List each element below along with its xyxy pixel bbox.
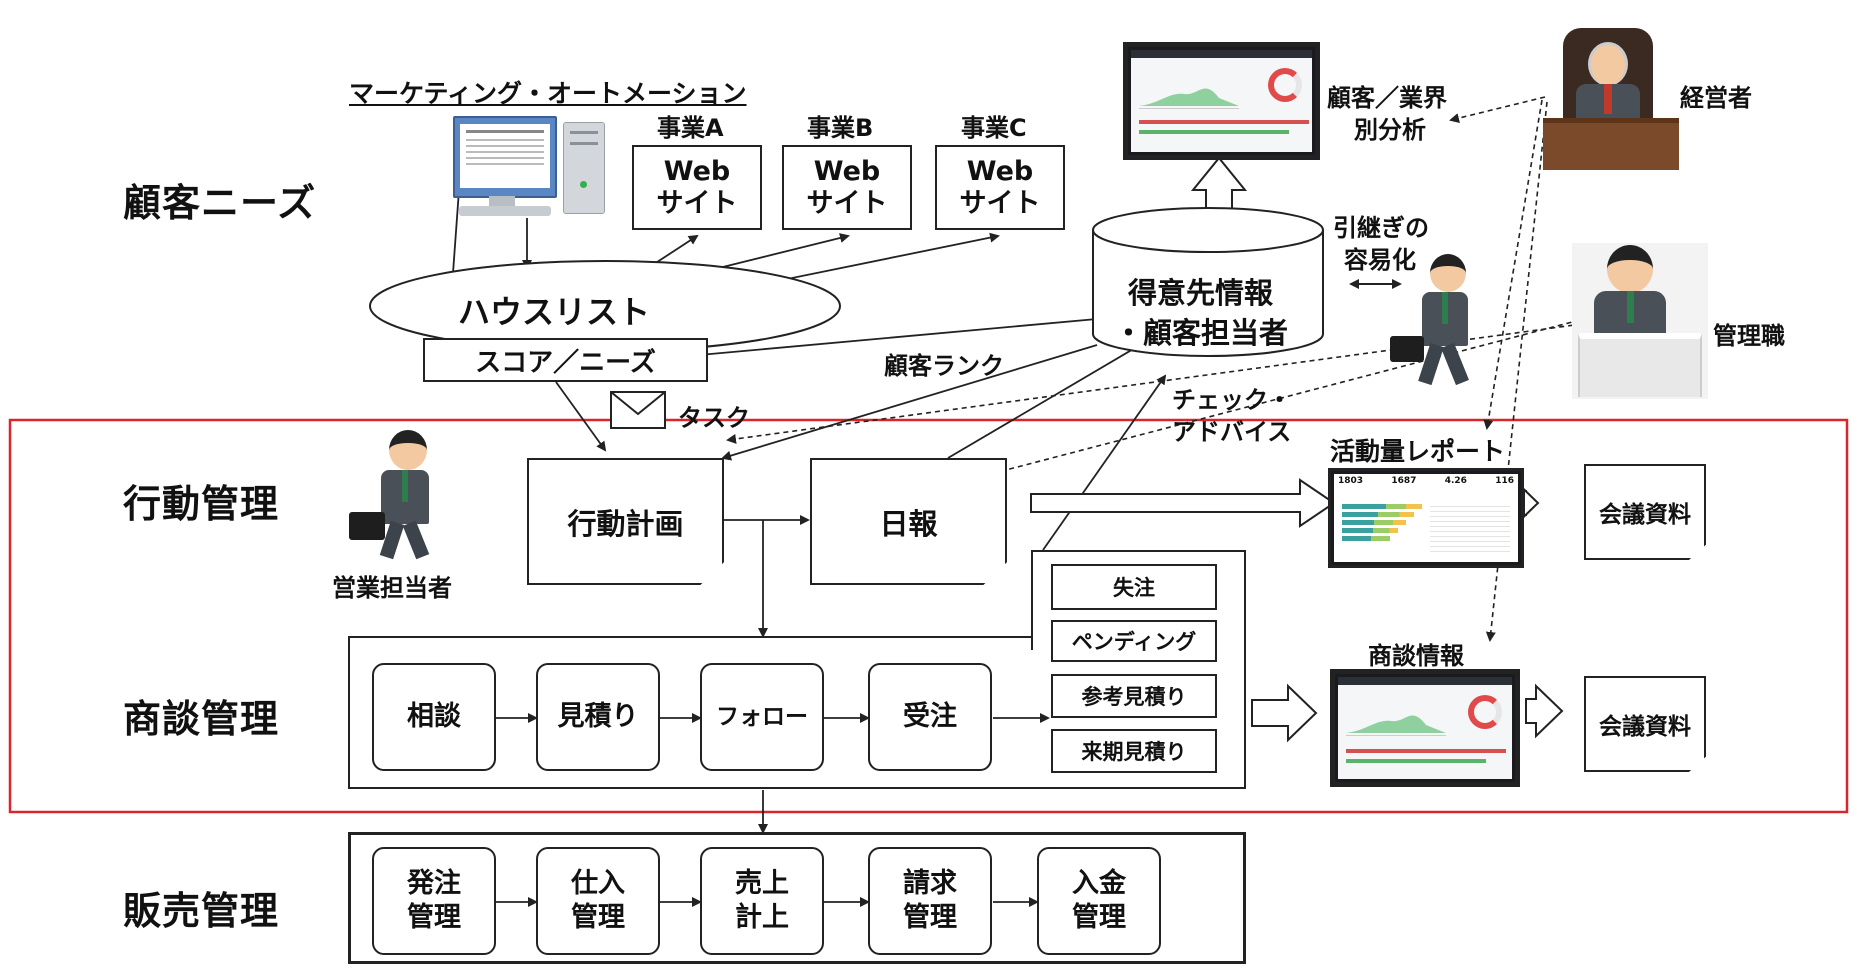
sales-rep-illustration (345, 428, 460, 560)
customer-db-line2: ・顧客担当者 (1114, 316, 1289, 350)
sales-step-billing: 請求 管理 (868, 847, 992, 955)
deal-step-estimate-label: 見積り (557, 701, 639, 732)
sales-step-billing-line2: 管理 (903, 902, 957, 933)
outcome-reference-estimate: 参考見積り (1051, 674, 1217, 718)
envelope-icon (610, 391, 666, 429)
kpi-1: 1803 (1338, 476, 1364, 486)
business-a-label: 事業A (657, 114, 724, 142)
sales-step-purchasing-line1: 仕入 (571, 868, 625, 899)
daily-report-label: 日報 (879, 506, 938, 541)
sales-step-ordering-line2: 管理 (407, 902, 461, 933)
deal-step-follow-label: フォロー (716, 704, 808, 730)
website-b-line2: サイト (806, 187, 888, 219)
website-a-line2: サイト (656, 187, 738, 219)
outcome-pending-label: ペンディング (1071, 630, 1197, 654)
sales-step-payment-line1: 入金 (1072, 868, 1126, 899)
block-arrow-deal (1251, 683, 1318, 743)
outcome-next-term-estimate: 来期見積り (1051, 729, 1217, 773)
deal-step-follow: フォロー (700, 663, 824, 771)
outcome-pending: ペンディング (1051, 620, 1217, 662)
row-label-customer-needs: 顧客ニーズ (123, 181, 317, 225)
analysis-line1: 顧客／業界 (1327, 84, 1447, 112)
action-plan-doc: 行動計画 (527, 458, 724, 585)
sales-step-ordering-line1: 発注 (407, 868, 461, 899)
executive-label: 経営者 (1680, 84, 1752, 112)
business-c-label: 事業C (961, 114, 1027, 142)
manager-illustration (1572, 243, 1708, 399)
website-b-line1: Web (813, 155, 881, 187)
salesperson-walking-illustration (1386, 252, 1498, 387)
highlight-frame (8, 418, 1849, 814)
sales-step-purchasing: 仕入 管理 (536, 847, 660, 955)
handover-line2: 容易化 (1344, 246, 1416, 274)
outcome-next-term-label: 来期見積り (1081, 740, 1187, 764)
deal-step-estimate: 見積り (536, 663, 660, 771)
block-arrow-deal-doc (1525, 683, 1564, 739)
action-plan-label: 行動計画 (567, 506, 684, 541)
sales-step-revenue-line2: 計上 (735, 902, 789, 933)
activity-report-title: 活動量レポート (1330, 437, 1506, 466)
sales-step-billing-line1: 請求 (903, 868, 957, 899)
sales-frame (348, 832, 1246, 964)
sales-step-payment: 入金 管理 (1037, 847, 1161, 955)
computer-illustration (445, 112, 610, 220)
kpi-3: 4.26 (1444, 476, 1467, 486)
deal-frame (348, 636, 1246, 789)
score-needs-box: スコア／ニーズ (423, 338, 708, 382)
check-advice-line2: アドバイス (1172, 418, 1292, 446)
business-b-label: 事業B (807, 114, 874, 142)
customer-rank-label: 顧客ランク (884, 352, 1004, 380)
row-label-deal-mgmt: 商談管理 (123, 697, 280, 741)
website-a: Web サイト (632, 145, 762, 230)
sales-step-payment-line2: 管理 (1072, 902, 1126, 933)
sales-rep-label: 営業担当者 (332, 574, 452, 602)
deal-step-order: 受注 (868, 663, 992, 771)
outcome-reference-label: 参考見積り (1081, 685, 1187, 709)
manager-label: 管理職 (1713, 322, 1785, 350)
sales-step-ordering: 発注 管理 (372, 847, 496, 955)
deal-info-title: 商談情報 (1368, 642, 1464, 670)
check-advice-line1: チェック・ (1172, 386, 1292, 414)
website-a-line1: Web (663, 155, 731, 187)
website-c-line2: サイト (959, 187, 1041, 219)
meeting-doc-1-label: 会議資料 (1599, 502, 1691, 528)
website-c: Web サイト (935, 145, 1065, 230)
row-label-sales-mgmt: 販売管理 (123, 889, 280, 933)
customer-db-line1: 得意先情報 (1128, 276, 1274, 310)
website-b: Web サイト (782, 145, 912, 230)
activity-report-screen: 1803 1687 4.26 116 (1328, 468, 1524, 568)
house-list-label: ハウスリスト (458, 293, 651, 331)
handover-line1: 引継ぎの (1333, 214, 1429, 242)
meeting-doc-1: 会議資料 (1584, 464, 1706, 560)
deal-step-consult: 相談 (372, 663, 496, 771)
analysis-dashboard-screen (1123, 42, 1320, 160)
block-arrow-report (1030, 478, 1336, 528)
deal-step-consult-label: 相談 (407, 701, 461, 732)
customer-db-cylinder (1092, 230, 1324, 357)
sales-step-revenue: 売上 計上 (700, 847, 824, 955)
executive-illustration (1543, 20, 1679, 170)
deal-step-order-label: 受注 (903, 701, 957, 732)
score-needs-label: スコア／ニーズ (475, 347, 656, 378)
row-label-action-mgmt: 行動管理 (123, 482, 280, 526)
task-label: タスク (678, 404, 750, 432)
website-c-line1: Web (966, 155, 1034, 187)
sales-step-revenue-line1: 売上 (735, 868, 789, 899)
sales-step-purchasing-line2: 管理 (571, 902, 625, 933)
outcome-lost-label: 失注 (1113, 576, 1155, 600)
marketing-automation-title: マーケティング・オートメーション (349, 79, 747, 108)
analysis-line2: 別分析 (1354, 116, 1426, 144)
kpi-2: 1687 (1391, 476, 1417, 486)
meeting-doc-2-label: 会議資料 (1599, 714, 1691, 740)
meeting-doc-2: 会議資料 (1584, 676, 1706, 772)
outcome-lost: 失注 (1051, 564, 1217, 610)
kpi-4: 116 (1495, 476, 1514, 486)
daily-report-doc: 日報 (810, 458, 1007, 585)
deal-info-screen (1330, 669, 1520, 787)
